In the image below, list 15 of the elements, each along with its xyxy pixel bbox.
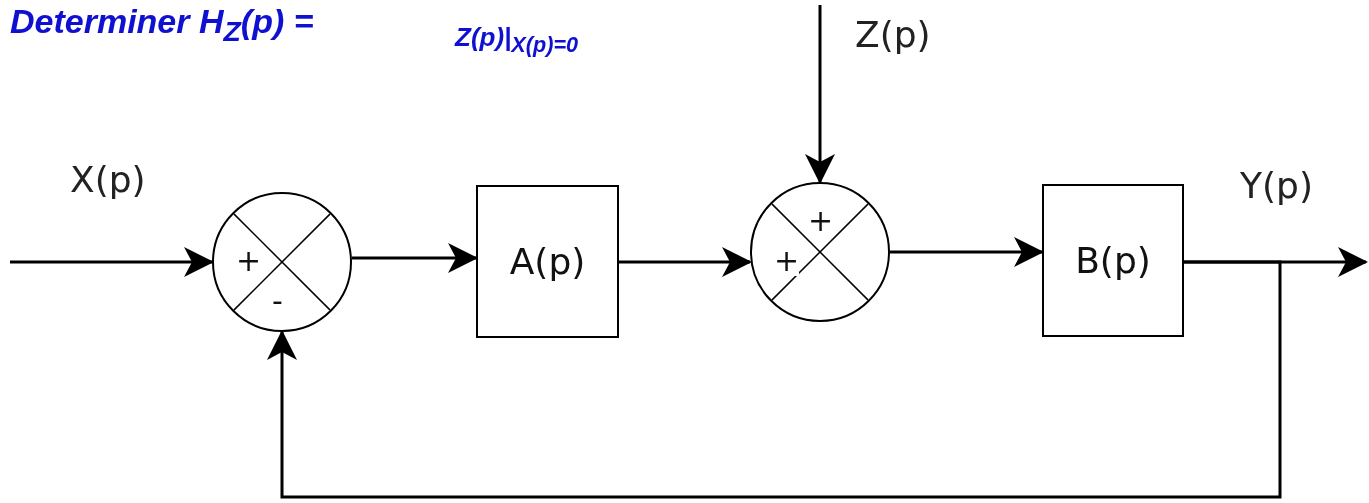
signal-label: Z(p) [855, 17, 931, 53]
block-label: A(p) [509, 241, 586, 282]
arrow [10, 247, 214, 277]
transfer-block [476, 185, 619, 338]
signal-label: Y(p) [1240, 168, 1313, 204]
formula-text: Z(p)|$_{X(p)=0}$ [455, 22, 579, 59]
signal-label: X(p) [70, 162, 146, 198]
title: Determiner H$_{Z}$(p) = [10, 2, 314, 48]
arrow [352, 243, 478, 273]
arrow [890, 237, 1044, 267]
arrow [805, 5, 835, 184]
transfer-block [1042, 184, 1184, 337]
arrow [619, 247, 752, 277]
arrow [267, 260, 1282, 499]
block-label: B(p) [1075, 240, 1151, 281]
